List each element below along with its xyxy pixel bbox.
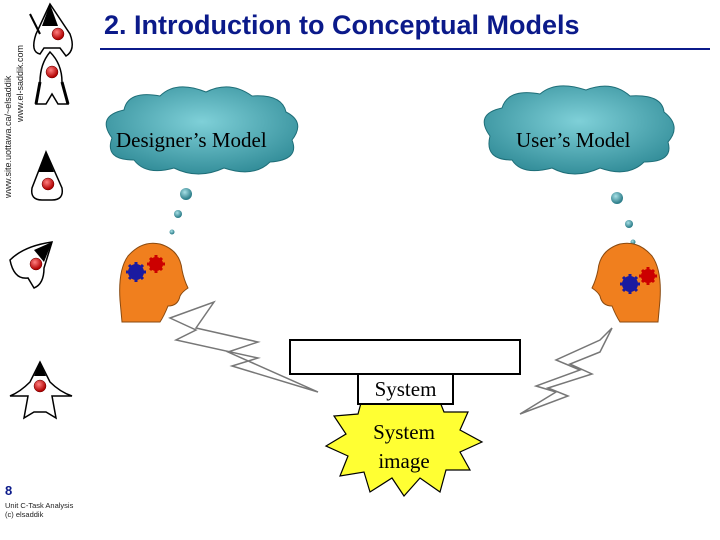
footer: Unit C-Task Analysis (c) elsaddik — [5, 501, 73, 519]
user-head-icon — [591, 242, 661, 323]
thought-dot — [625, 220, 633, 228]
system-label: System — [357, 373, 454, 405]
mascot-icon — [30, 150, 64, 201]
system-image-label: System image — [354, 418, 454, 476]
thought-dot — [180, 188, 192, 200]
mascot-icon — [34, 50, 70, 105]
user-model-cloud — [483, 85, 675, 175]
gear-icon — [620, 274, 640, 294]
page-title: 2. Introduction to Conceptual Models — [104, 10, 580, 40]
system-image-line-2: image — [378, 449, 430, 473]
system-image-line-1: System — [373, 420, 435, 444]
thought-dot — [611, 192, 623, 204]
page-number: 8 — [5, 483, 13, 498]
footer-course: Unit C-Task Analysis — [5, 501, 74, 510]
designer-model-cloud — [105, 86, 299, 175]
thought-dot — [169, 229, 175, 235]
mascot-icon — [9, 360, 73, 420]
mascot-icon — [29, 2, 73, 57]
designer-head-icon — [119, 242, 189, 323]
side-mascot-strip — [9, 2, 73, 420]
gear-icon — [126, 262, 146, 282]
gear-icon — [639, 267, 657, 285]
lightning-bolt-icon — [168, 300, 319, 393]
user-model-label: User’s Model — [516, 128, 631, 152]
system-box — [289, 339, 521, 375]
footer-copyright: (c) elsaddik — [5, 510, 44, 519]
mascot-icon — [9, 241, 54, 289]
gear-icon — [147, 255, 165, 273]
title-rule — [100, 48, 710, 50]
lightning-bolt-icon — [519, 327, 613, 415]
thought-dot — [174, 210, 182, 218]
designer-model-label: Designer’s Model — [116, 128, 267, 152]
